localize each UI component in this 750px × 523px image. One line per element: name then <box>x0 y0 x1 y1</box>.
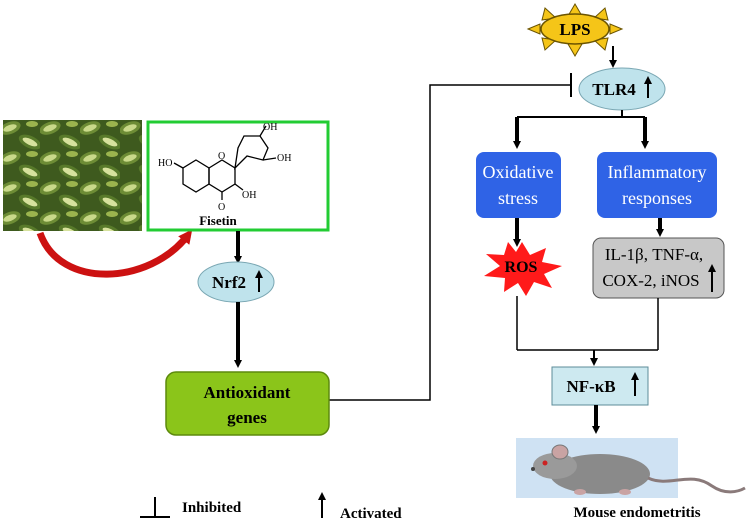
oh-top1: OH <box>263 122 277 133</box>
inhibited-symbol <box>140 497 170 518</box>
oxidative-line1: Oxidative <box>483 162 554 182</box>
nfkb-label: NF-κB <box>566 377 615 396</box>
fisetin-label: Fisetin <box>199 213 237 228</box>
inflammatory-responses-box: Inflammatory responses <box>597 152 717 218</box>
antioxidant-genes-box: Antioxidant genes <box>165 371 330 436</box>
tlr4-branch <box>513 110 649 149</box>
ho-left: HO <box>158 158 172 169</box>
tlr4-label: TLR4 <box>592 80 636 99</box>
nrf2-label: Nrf2 <box>212 273 246 292</box>
mouse-endometritis-label: Mouse endometritis <box>573 505 700 521</box>
cytokines-line2: COX-2, iNOS <box>602 271 699 290</box>
o-ring: O <box>218 151 225 162</box>
ros-label: ROS <box>505 259 538 276</box>
cytokines-line1: IL-1β, TNF-α, <box>605 245 703 264</box>
legend: Inhibited Activated <box>140 492 402 522</box>
lps-sun: LPS <box>526 3 624 57</box>
fisetin-structure <box>173 125 277 200</box>
o-carbonyl: O <box>218 202 225 213</box>
inhibition-line <box>329 84 570 401</box>
nfkb-box: NF-κB <box>551 366 649 406</box>
plant-photo <box>3 120 142 231</box>
merge-to-nfkb <box>516 296 659 366</box>
mouse-image <box>516 438 746 498</box>
oh-top2: OH <box>277 153 291 164</box>
inflammatory-line1: Inflammatory <box>608 162 707 182</box>
legend-activated: Activated <box>340 506 402 522</box>
plant-to-fisetin-arrow <box>36 229 193 278</box>
oh-bottom: OH <box>242 190 256 201</box>
antioxidant-line2: genes <box>227 408 267 427</box>
inflammatory-line2: responses <box>622 188 692 208</box>
oxidative-line2: stress <box>498 188 538 208</box>
oxidative-stress-box: Oxidative stress <box>476 152 561 218</box>
fisetin-box: OH OH HO OH O O Fisetin <box>146 120 330 232</box>
antioxidant-line1: Antioxidant <box>204 383 291 402</box>
nrf2-node: Nrf2 <box>197 261 275 303</box>
tlr4-node: TLR4 <box>578 67 666 111</box>
ros-burst: ROS <box>484 242 562 296</box>
cytokines-box: IL-1β, TNF-α, COX-2, iNOS <box>592 237 725 299</box>
legend-inhibited: Inhibited <box>182 500 242 516</box>
lps-label: LPS <box>559 20 590 39</box>
